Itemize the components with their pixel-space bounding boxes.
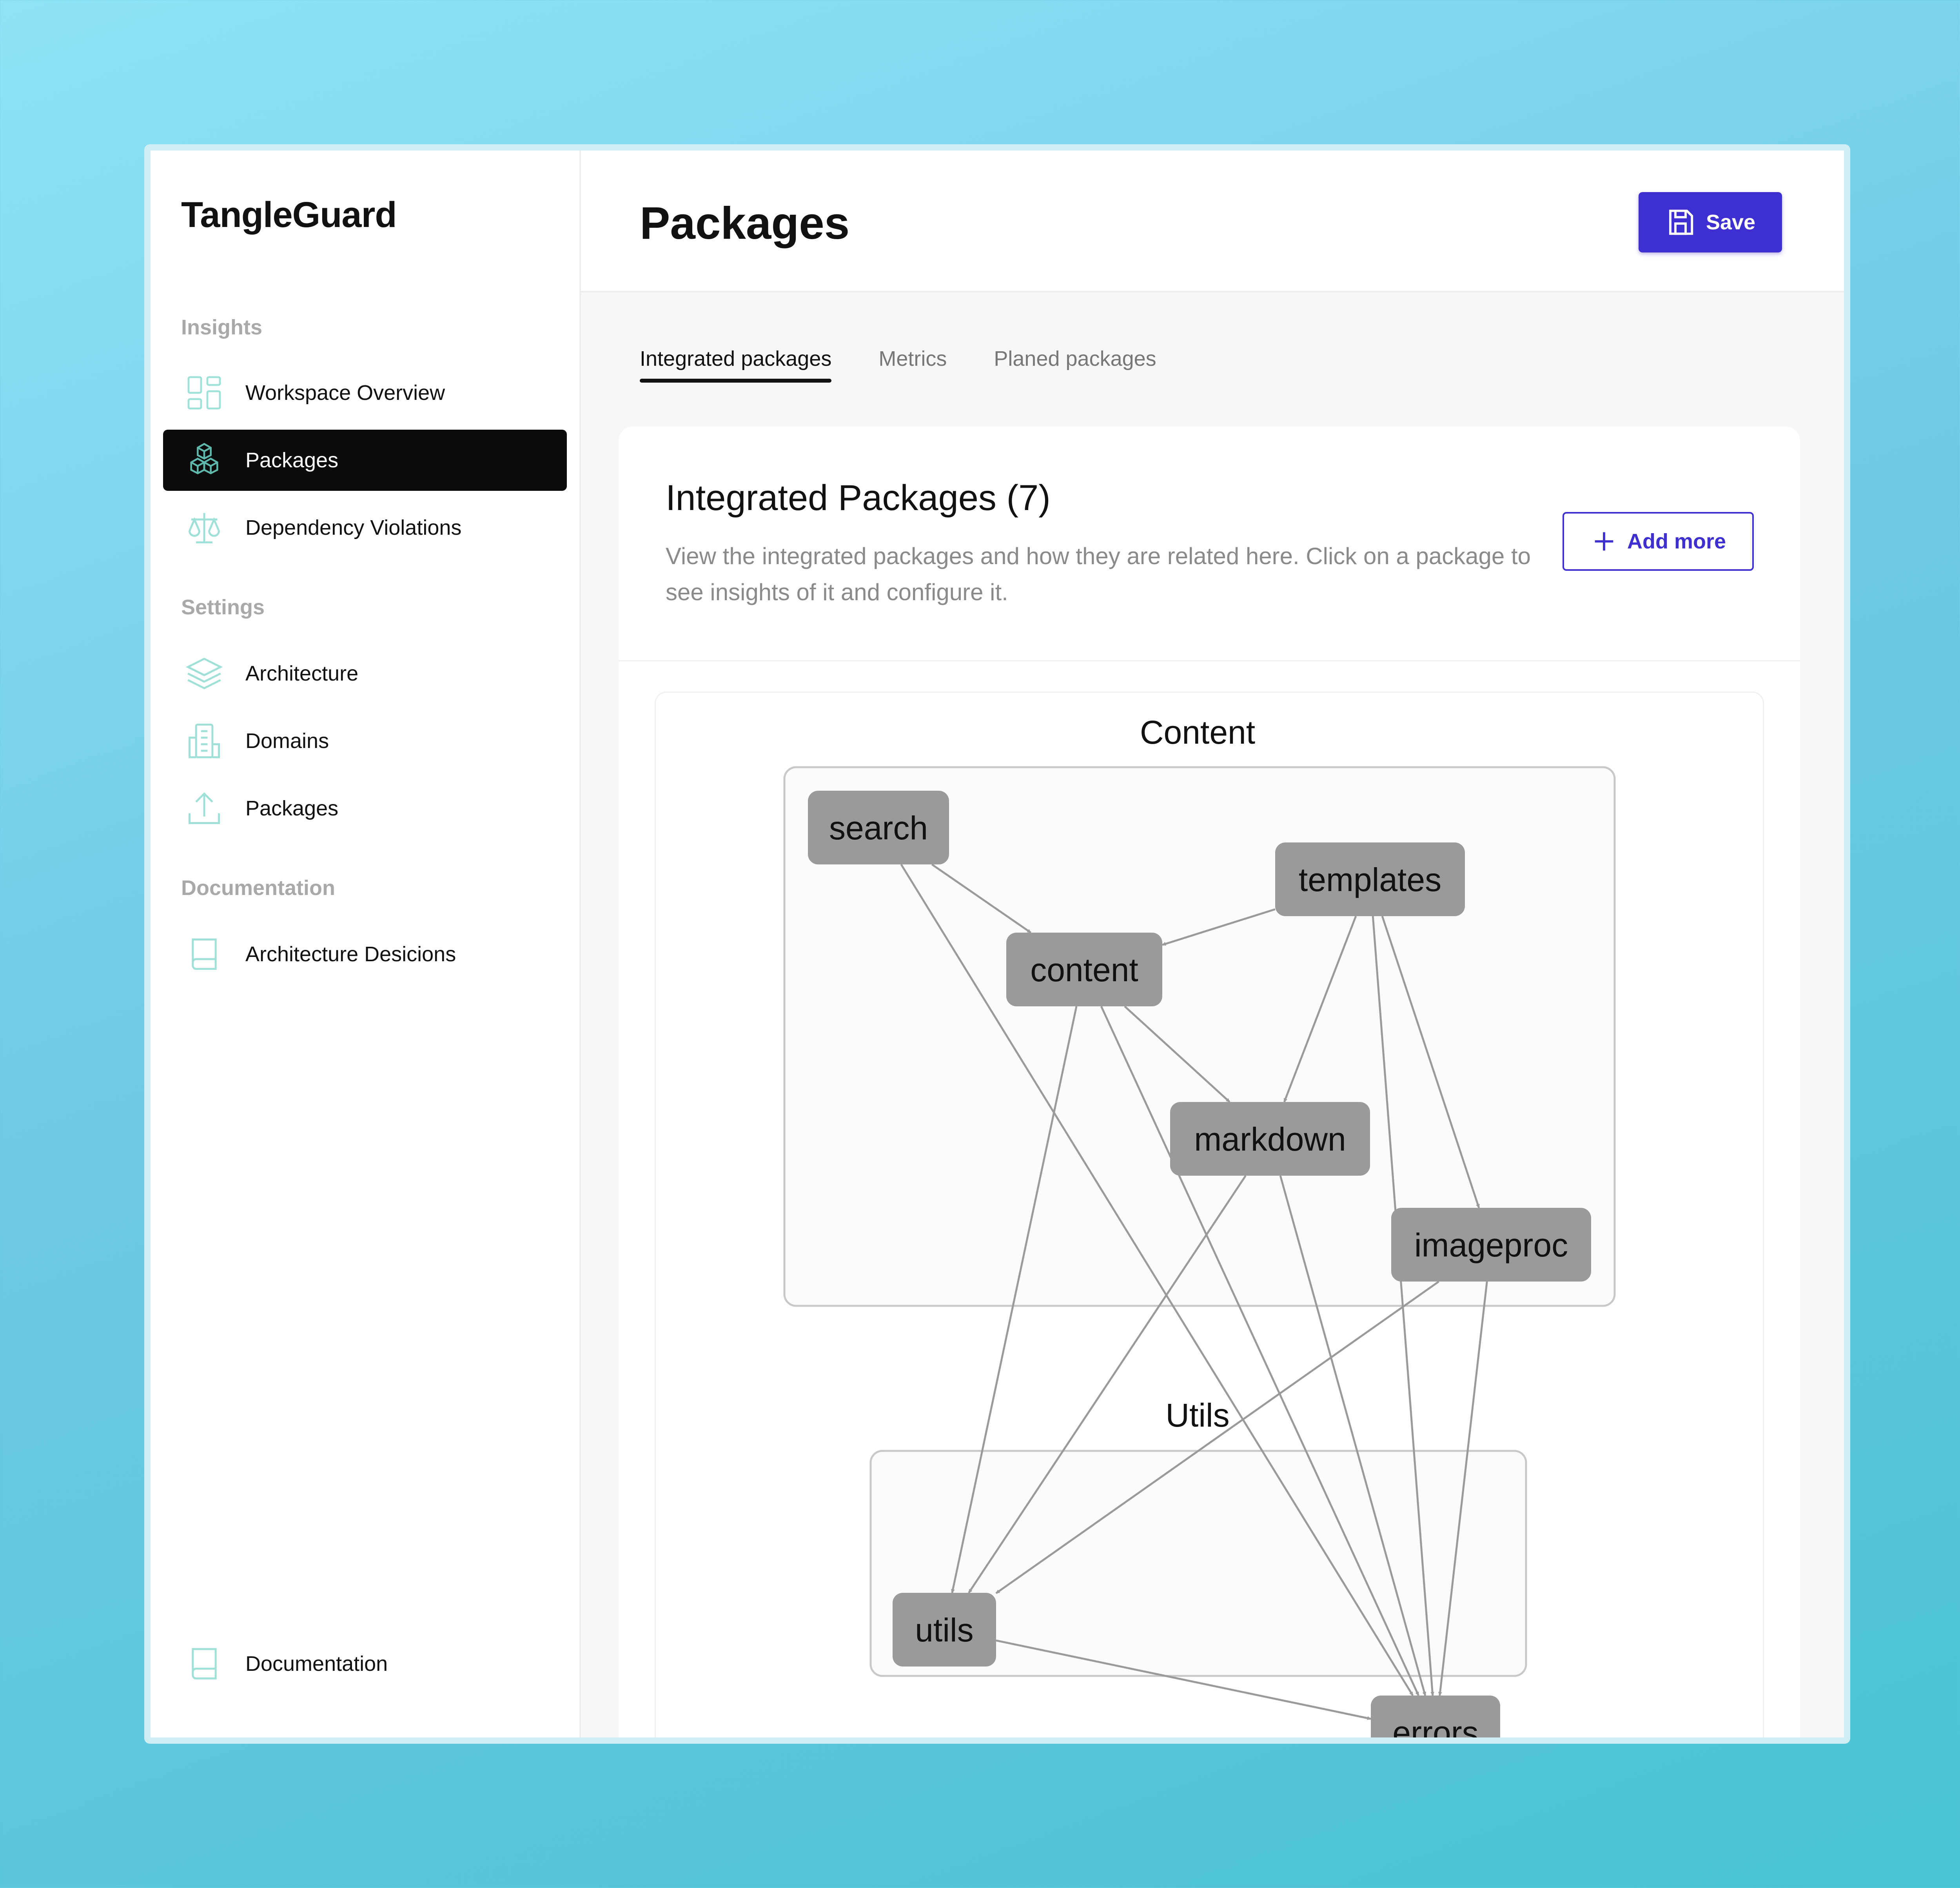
sidebar-item-label: Documentation (245, 1652, 388, 1676)
sidebar: TangleGuard Insights Workspace Overview … (151, 151, 581, 1737)
package-label-search: search (829, 810, 928, 846)
cluster-label-utils: Utils (1165, 1397, 1229, 1434)
plus-icon (1595, 532, 1613, 551)
card-header: Integrated Packages (7) View the integra… (619, 427, 1800, 661)
package-node-errors[interactable]: errors (1371, 1696, 1500, 1737)
main-content: Packages Save Integrated packages Metric… (581, 151, 1844, 1737)
package-node-utils[interactable]: utils (893, 1593, 996, 1667)
scale-icon (183, 506, 226, 549)
sidebar-item-workspace-overview[interactable]: Workspace Overview (163, 362, 567, 423)
section-insights: Insights (181, 316, 263, 339)
package-label-templates: templates (1299, 861, 1441, 898)
sidebar-item-label: Workspace Overview (245, 381, 445, 405)
package-node-imageproc[interactable]: imageproc (1391, 1208, 1591, 1282)
edge-markdown-errors (1279, 1175, 1426, 1696)
save-icon (1669, 209, 1693, 235)
edge-templates-markdown (1283, 916, 1357, 1102)
page-title: Packages (640, 198, 850, 249)
save-button-label: Save (1706, 211, 1756, 234)
edge-content-markdown (1124, 1006, 1230, 1103)
sidebar-item-documentation[interactable]: Documentation (163, 1633, 567, 1694)
sidebar-item-label: Dependency Violations (245, 516, 462, 539)
edge-templates-content (1162, 908, 1276, 946)
book-icon (183, 1642, 226, 1685)
package-node-templates[interactable]: templates (1275, 842, 1465, 916)
package-node-search[interactable]: search (808, 791, 949, 864)
upload-icon (183, 787, 226, 830)
package-label-content: content (1030, 951, 1138, 988)
package-label-markdown: markdown (1194, 1121, 1346, 1158)
add-more-label: Add more (1627, 530, 1726, 553)
add-more-button[interactable]: Add more (1563, 512, 1754, 571)
book-icon (183, 933, 226, 976)
dashboard-icon (183, 371, 226, 414)
section-settings: Settings (181, 595, 265, 619)
edge-content-errors (1100, 1006, 1419, 1696)
package-node-markdown[interactable]: markdown (1170, 1102, 1370, 1176)
sidebar-item-label: Architecture (245, 662, 359, 685)
building-icon (183, 719, 226, 762)
sidebar-item-dependency-violations[interactable]: Dependency Violations (163, 497, 567, 558)
edge-content-utils (951, 1006, 1078, 1593)
tab-planed-packages[interactable]: Planed packages (994, 347, 1156, 370)
sidebar-item-settings-packages[interactable]: Packages (163, 778, 567, 839)
edge-imageproc-errors (1438, 1281, 1488, 1696)
tab-integrated-packages[interactable]: Integrated packages (640, 347, 832, 383)
app-frame: TangleGuard Insights Workspace Overview … (151, 151, 1844, 1737)
package-label-utils: utils (915, 1612, 973, 1648)
page-header: Packages Save (581, 151, 1844, 292)
section-documentation: Documentation (181, 876, 336, 900)
cluster-label-content: Content (1140, 714, 1255, 751)
edge-utils-errors (996, 1639, 1371, 1720)
card-description: View the integrated packages and how the… (666, 543, 1531, 605)
sidebar-item-label: Packages (245, 797, 339, 820)
card-title: Integrated Packages (7) (666, 478, 1051, 518)
sidebar-item-label: Architecture Desicions (245, 942, 456, 966)
sidebar-item-architecture-decisions[interactable]: Architecture Desicions (163, 924, 567, 985)
layers-icon (183, 652, 226, 695)
edge-markdown-utils (968, 1175, 1247, 1594)
sidebar-item-label: Packages (245, 448, 339, 472)
cubes-icon (183, 439, 226, 482)
edge-imageproc-utils (995, 1280, 1439, 1594)
package-label-imageproc: imageproc (1414, 1227, 1568, 1264)
package-node-content[interactable]: content (1006, 933, 1162, 1006)
sidebar-item-architecture[interactable]: Architecture (163, 643, 567, 704)
sidebar-item-label: Domains (245, 729, 329, 753)
integrated-packages-card: Integrated Packages (7) View the integra… (619, 427, 1800, 1737)
edge-templates-imageproc (1381, 916, 1480, 1208)
save-button[interactable]: Save (1639, 192, 1782, 252)
tab-metrics[interactable]: Metrics (878, 347, 947, 370)
brand-logo[interactable]: TangleGuard (181, 195, 397, 235)
sidebar-item-packages[interactable]: Packages (163, 430, 567, 491)
sidebar-item-domains[interactable]: Domains (163, 710, 567, 772)
tab-bar: Integrated packages Metrics Planed packa… (640, 347, 1203, 383)
edge-search-content (931, 863, 1032, 934)
app-window: TangleGuard Insights Workspace Overview … (144, 144, 1850, 1744)
edge-search-errors (900, 864, 1414, 1696)
package-label-errors: errors (1392, 1714, 1478, 1737)
